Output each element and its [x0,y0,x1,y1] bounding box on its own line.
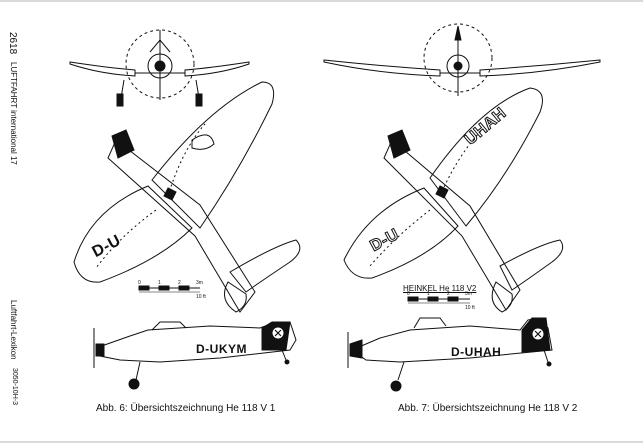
v1-main-gear [135,361,141,381]
v1-registration: D-UKYM [196,342,247,356]
v2-scale-tick-0: 0 [407,291,410,297]
v1-front-wing-right [184,61,250,77]
v2-canopy [413,317,447,329]
v1-scale-tick-1: 1 [158,280,161,286]
v2-main-gear [397,361,405,381]
v1-engine [111,129,135,159]
v1-scale-tick-0: 0 [138,280,141,286]
v2-registration: D-UHAH [451,345,502,359]
v1-scale-ft: 10 ft [196,294,206,300]
caption-figure-7: Abb. 7: Übersichtszeichnung He 118 V 2 [398,403,578,414]
v1-scale-tick-2: 2 [178,280,181,286]
v1-canopy [151,321,187,331]
v2-front-wing-right [479,59,601,77]
v2-drawing-title: HEINKEL He 118 V2 [403,284,477,293]
v2-front-wing-left [323,59,441,77]
v1-front-wing-left [69,61,136,77]
v2-scale-ft: 10 ft [465,305,475,311]
v2-scale-bar [407,296,470,304]
v1-propeller-disc [125,29,195,99]
v2-wing-upper [429,87,543,227]
v2-tail-lower [491,281,513,313]
v1-upper-roundel [191,134,215,150]
v2-scale-tick-2: 2 [447,291,450,297]
v2-scale-tick-3: 3m [465,291,472,297]
v1-scale-tick-3: 3m [196,280,203,286]
v1-wing-upper [151,81,275,229]
v1-fuselage-side [95,321,297,363]
v1-fuselage [107,139,256,313]
v1-side-view [93,321,297,390]
bottom-edge [0,441,643,443]
v2-engine [387,129,411,159]
caption-figure-6: Abb. 6: Übersichtszeichnung He 118 V 1 [96,403,276,414]
v1-tail-upper [229,239,301,293]
v2-wing-lower [343,187,459,279]
v2-scale-tick-1: 1 [427,291,430,297]
v1-scale-bar [138,285,200,293]
v2-side-view [347,317,553,392]
v1-plan-view [73,81,301,313]
v1-tail-lower [223,281,247,313]
v1-front-view [69,29,250,107]
v2-propeller-disc [423,23,493,93]
v2-plan-view [343,87,564,313]
v2-tail-upper [499,239,564,291]
v1-wing-lower [73,185,193,283]
top-edge [0,0,643,2]
v2-front-view [323,23,601,96]
